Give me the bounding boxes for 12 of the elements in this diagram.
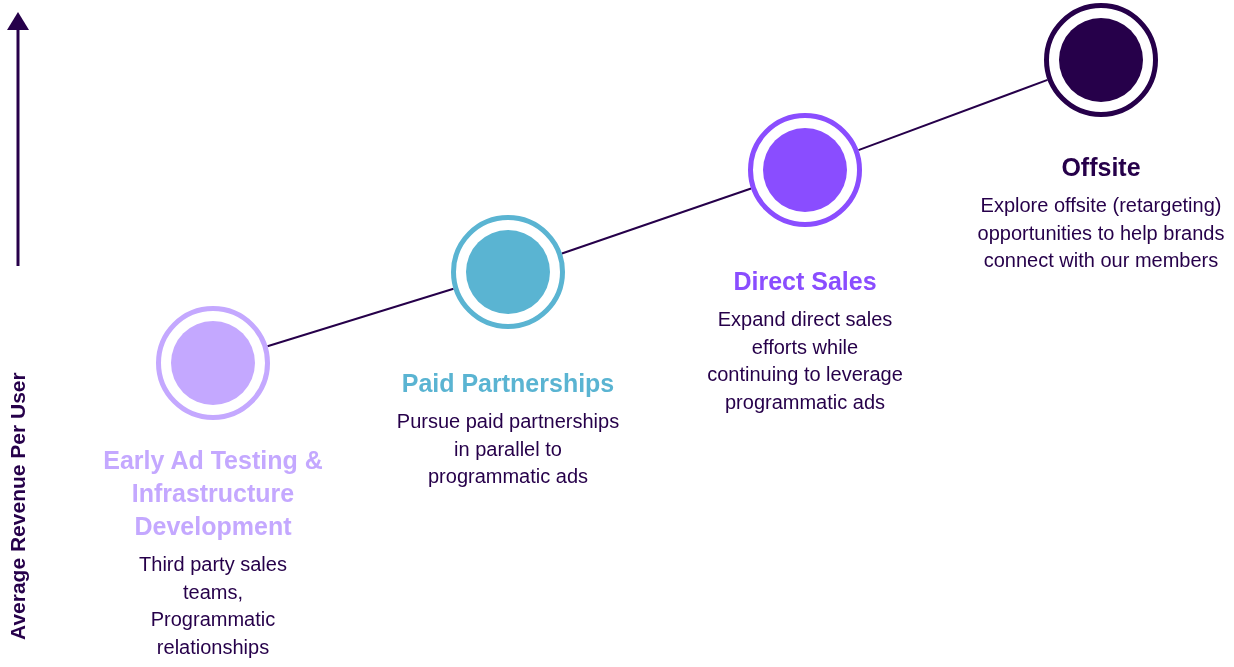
connector-line xyxy=(560,187,753,255)
milestone-description: Expand direct sales efforts while continuing to leverage programmatic ads xyxy=(706,307,904,415)
milestone-title: Offsite xyxy=(1061,152,1141,183)
connector-line xyxy=(266,287,455,348)
connector-line xyxy=(857,78,1049,152)
axis-label: Average Revenue Per User xyxy=(6,372,30,640)
milestone-description: Third party sales teams, Programmatic relationships xyxy=(138,552,288,660)
milestone-description: Pursue paid partnerships in parallel to programmatic ads xyxy=(395,409,621,489)
milestone-title: Direct Sales xyxy=(733,266,877,297)
milestone-description: Explore offsite (retargeting) opportunities to help brands connect with our members xyxy=(976,193,1226,273)
milestone-title: Paid Partnerships xyxy=(401,368,615,399)
milestone-title: Early Ad Testing & Infrastructure Development xyxy=(102,445,324,542)
